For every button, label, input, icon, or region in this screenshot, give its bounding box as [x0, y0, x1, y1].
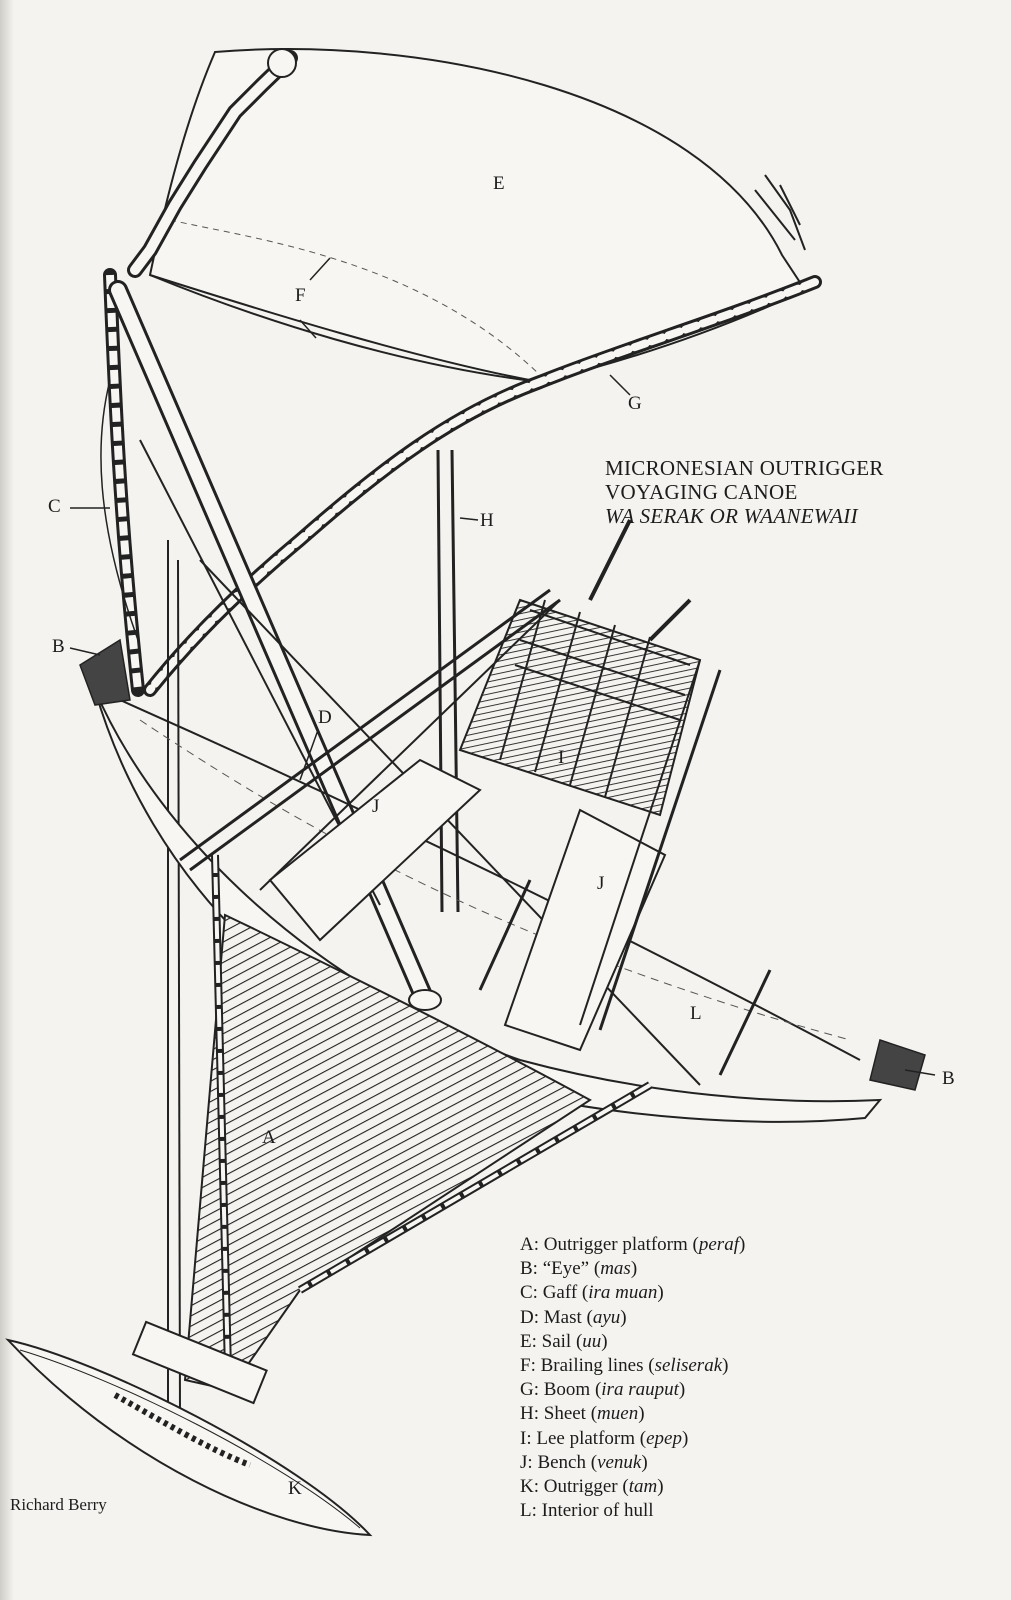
legend-text: Sheet [543, 1403, 586, 1425]
legend-key: G: [520, 1379, 544, 1401]
callout-b-left: B [52, 636, 65, 657]
legend-item: J: Bench (venuk) [520, 1451, 648, 1473]
legend-term: ayu [592, 1306, 621, 1328]
diagram-title: MICRONESIAN OUTRIGGER VOYAGING CANOE WA … [605, 456, 985, 528]
title-line-1: MICRONESIAN OUTRIGGER [605, 456, 884, 480]
legend-text: Sail [541, 1330, 572, 1352]
legend-key: I: [520, 1427, 537, 1449]
callout-d: D [318, 707, 332, 728]
legend-item: B: “Eye” (mas) [520, 1258, 638, 1280]
legend-key: A: [520, 1234, 544, 1255]
legend-key: D: [520, 1306, 544, 1328]
legend-text: Interior of hull [541, 1500, 654, 1522]
legend-text: Outrigger platform [543, 1234, 688, 1255]
legend-term: muen [597, 1403, 639, 1425]
eye-right [869, 1039, 926, 1091]
eye-left [79, 638, 131, 706]
callout-a: A [262, 1127, 276, 1148]
legend-text: Outrigger [543, 1476, 618, 1498]
callout-i: I [558, 747, 565, 768]
callout-k: K [288, 1478, 302, 1499]
legend-term: ira muan [588, 1282, 658, 1304]
outrigger-float [5, 1338, 373, 1537]
brailing-line [149, 274, 541, 383]
legend-key: L: [520, 1500, 542, 1522]
legend-term: uu [582, 1330, 602, 1352]
legend-item: F: Brailing lines (seliserak) [520, 1355, 729, 1377]
callout-c: C [48, 496, 61, 517]
legend-item: I: Lee platform (epep) [520, 1427, 689, 1449]
legend-item: G: Boom (ira rauput) [520, 1379, 686, 1401]
legend-text: Brailing lines [540, 1355, 644, 1377]
legend-term: tam [628, 1476, 658, 1498]
legend: A: Outrigger platform (peraf) B: “Eye” (m… [520, 1233, 980, 1523]
title-line-3: WA SERAK OR WAANEWAII [605, 504, 858, 528]
legend-term: peraf [698, 1234, 739, 1255]
legend-key: J: [520, 1451, 538, 1473]
callout-l: L [690, 1003, 702, 1024]
legend-key: F: [520, 1355, 541, 1377]
legend-key: H: [520, 1403, 544, 1425]
sheet [436, 449, 444, 913]
legend-text: “Eye” [542, 1258, 590, 1280]
callout-e: E [493, 173, 505, 194]
legend-term: venuk [597, 1451, 642, 1473]
legend-term: seliserak [654, 1355, 723, 1377]
callout-g: G [628, 393, 642, 414]
legend-item: D: Mast (ayu) [520, 1306, 627, 1328]
lee-platform [458, 598, 702, 817]
callout-b-right: B [942, 1068, 955, 1089]
callout-j-left: J [372, 796, 380, 817]
legend-text: Bench [537, 1451, 586, 1473]
legend-item: L: Interior of hull [520, 1499, 980, 1523]
callout-f: F [295, 285, 306, 306]
legend-item: K: Outrigger (tam) [520, 1476, 664, 1498]
legend-key: C: [520, 1282, 543, 1304]
legend-key: E: [520, 1330, 542, 1352]
callout-h: H [480, 510, 494, 531]
legend-term: ira rauput [601, 1379, 679, 1401]
legend-term: epep [646, 1427, 682, 1449]
legend-key: K: [520, 1476, 544, 1498]
legend-item: H: Sheet (muen) [520, 1403, 645, 1425]
legend-item: A: Outrigger platform (peraf) [520, 1234, 746, 1255]
legend-text: Mast [543, 1306, 582, 1328]
legend-term: mas [600, 1258, 631, 1280]
artist-credit: Richard Berry [10, 1495, 107, 1514]
legend-item: E: Sail (uu) [520, 1330, 608, 1352]
bench-right [503, 808, 667, 1052]
callout-j-right: J [597, 873, 605, 894]
outrigger-platform [183, 913, 592, 1392]
legend-key: B: [520, 1258, 543, 1280]
legend-text: Lee platform [536, 1427, 636, 1449]
legend-text: Boom [543, 1379, 591, 1401]
legend-item: C: Gaff (ira muan) [520, 1282, 664, 1304]
title-line-2: VOYAGING CANOE [605, 480, 798, 504]
legend-text: Gaff [542, 1282, 578, 1304]
bench-left [268, 758, 482, 942]
